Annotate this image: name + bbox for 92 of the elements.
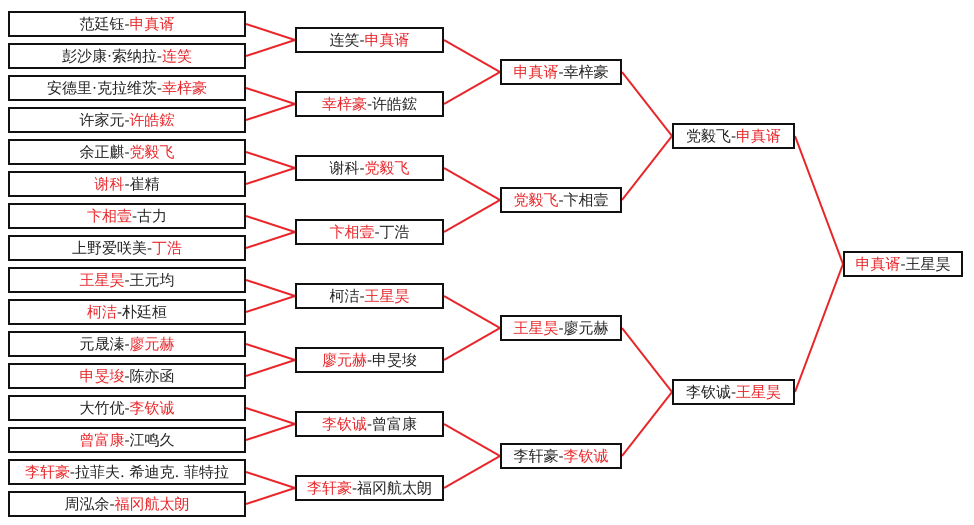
match-box (295, 27, 444, 53)
match-pairing: 连笑-申真谞 (329, 31, 410, 49)
bracket-line (621, 71, 673, 137)
bracket-line (444, 71, 500, 105)
bracket-line (794, 136, 844, 264)
match-pairing: 幸梓豪-许皓鋐 (322, 95, 418, 113)
match-box (8, 203, 246, 229)
match-box (672, 379, 795, 405)
bracket-line (246, 423, 296, 441)
bracket-line (621, 327, 673, 393)
match-box (295, 219, 444, 245)
match-pairing: 柯洁-朴廷桓 (86, 303, 168, 321)
match-pairing: 范廷钰-申真谞 (79, 15, 175, 33)
bracket-line (444, 455, 500, 489)
bracket-line (621, 135, 673, 201)
match-box (8, 331, 246, 357)
match-box (295, 91, 444, 117)
bracket-line (246, 407, 296, 425)
match-box (8, 459, 246, 485)
match-pairing: 元晟溱-廖元赫 (79, 335, 175, 353)
bracket-line (444, 423, 500, 457)
bracket-line (444, 39, 500, 73)
match-pairing: 党毅飞-申真谞 (686, 127, 782, 145)
match-box (295, 411, 444, 437)
match-box (8, 299, 246, 325)
match-box (8, 395, 246, 421)
match-pairing: 卞相壹-古力 (86, 207, 168, 225)
match-pairing: 彭沙康·索纳拉-连笑 (62, 47, 192, 65)
match-box (8, 11, 246, 37)
bracket-line (246, 295, 296, 313)
match-pairing: 大竹优-李钦诚 (79, 399, 175, 417)
match-pairing: 周泓余-福冈航太朗 (64, 495, 190, 513)
match-box (8, 139, 246, 165)
bracket-line (246, 39, 296, 57)
match-box (843, 251, 963, 277)
match-box (8, 75, 246, 101)
bracket-line (246, 87, 296, 105)
bracket-line (444, 167, 500, 201)
match-box (8, 267, 246, 293)
match-box (8, 107, 246, 133)
match-pairing: 李轩豪-福冈航太朗 (306, 479, 432, 497)
match-pairing: 廖元赫-申旻埈 (322, 351, 418, 369)
bracket-line (246, 215, 296, 233)
match-pairing: 李轩豪-拉菲夫. 希迪克. 菲特拉 (24, 463, 230, 481)
match-pairing: 许家元-许皓鋐 (79, 111, 175, 129)
match-pairing: 李轩豪-李钦诚 (513, 447, 609, 465)
match-box (8, 491, 246, 517)
bracket-line (246, 359, 296, 377)
match-box (295, 475, 444, 501)
match-pairing: 申真谞-王星昊 (855, 255, 951, 273)
match-box (500, 59, 622, 85)
bracket-line (444, 295, 500, 329)
match-box (295, 347, 444, 373)
match-pairing: 李钦诚-王星昊 (686, 383, 782, 401)
match-box (8, 363, 246, 389)
bracket-line (246, 343, 296, 361)
match-box (500, 443, 622, 469)
match-box (8, 43, 246, 69)
match-box (295, 155, 444, 181)
match-pairing: 余正麒-党毅飞 (79, 143, 175, 161)
bracket-line (246, 103, 296, 121)
match-pairing: 党毅飞-卞相壹 (513, 191, 609, 209)
match-pairing: 谢科-党毅飞 (329, 159, 410, 177)
match-box (8, 427, 246, 453)
match-pairing: 卞相壹-丁浩 (329, 223, 410, 241)
match-pairing: 柯洁-王星昊 (329, 287, 410, 305)
bracket-line (246, 151, 296, 169)
bracket-line (444, 327, 500, 361)
match-pairing: 上野爱咲美-丁浩 (72, 239, 182, 257)
match-pairing: 王星昊-廖元赫 (513, 319, 609, 337)
bracket-line (794, 264, 844, 392)
match-pairing: 申旻埈-陈亦函 (79, 367, 175, 385)
bracket-line (246, 471, 296, 489)
bracket-line (246, 279, 296, 297)
match-box (500, 315, 622, 341)
bracket-line (444, 199, 500, 233)
bracket-line (246, 167, 296, 185)
match-box (672, 123, 795, 149)
match-pairing: 王星昊-王元均 (79, 271, 175, 289)
match-pairing: 李钦诚-曾富康 (322, 415, 418, 433)
bracket-line (621, 391, 673, 457)
match-box (295, 283, 444, 309)
match-box (8, 235, 246, 261)
match-box (500, 187, 622, 213)
match-pairing: 曾富康-江鸣久 (79, 431, 175, 449)
bracket-line (246, 231, 296, 249)
match-pairing: 谢科-崔精 (94, 175, 160, 193)
match-pairing: 申真谞-幸梓豪 (513, 63, 609, 81)
match-box (8, 171, 246, 197)
match-pairing: 安德里·克拉维茨-幸梓豪 (47, 79, 207, 97)
bracket-line (246, 487, 296, 505)
bracket-line (246, 23, 296, 41)
